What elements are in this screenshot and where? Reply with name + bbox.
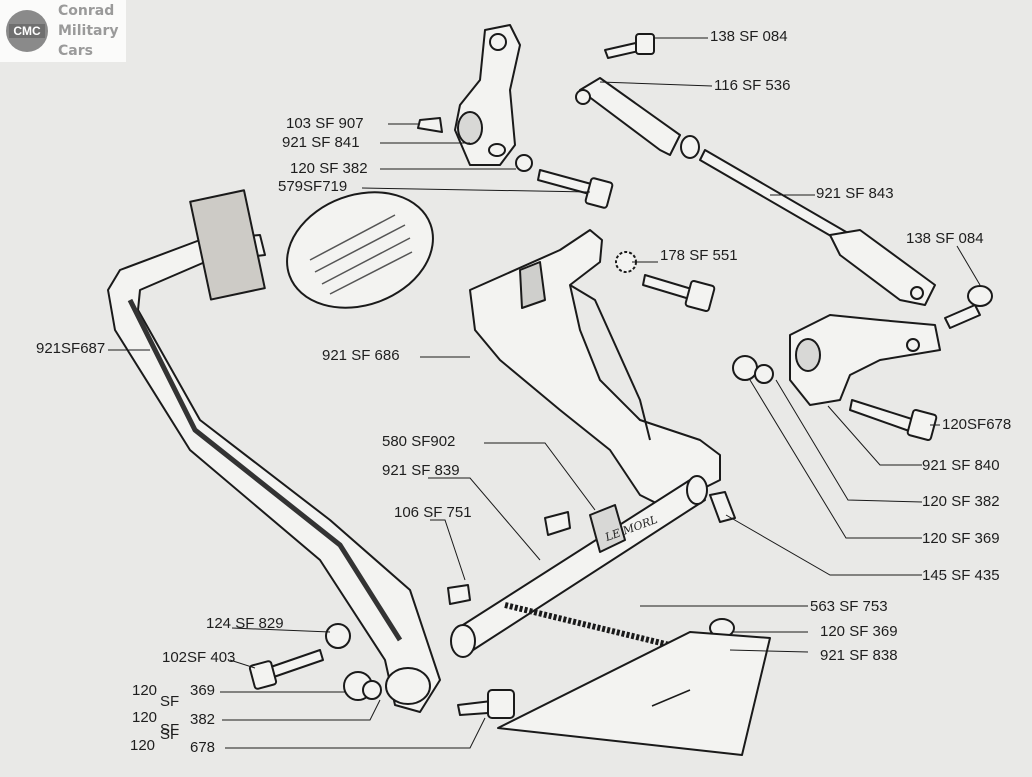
part-label: 921 SF 841 xyxy=(282,134,360,151)
part-label: 921 SF 843 xyxy=(816,185,894,202)
bolt-120sf678-right xyxy=(849,399,916,433)
part-label: 579SF719 xyxy=(278,178,348,195)
spring-563sf753 xyxy=(504,602,691,653)
link-116sf536 xyxy=(579,77,681,156)
part-label: 120SF678 xyxy=(942,416,1012,433)
logo-line-2: Military xyxy=(58,23,119,39)
part-label: 120 SF 382 xyxy=(922,493,1000,510)
pedal-rubber-block xyxy=(189,189,266,301)
part-label: 138 SF 084 xyxy=(906,230,984,247)
lever-921sf841 xyxy=(454,24,521,166)
part-label: 116 SF 536 xyxy=(714,77,791,94)
part-label: 921 SF 838 xyxy=(820,647,898,664)
part-label: 102SF 403 xyxy=(162,649,236,666)
logo-line-1: Conrad xyxy=(58,3,115,19)
part-label-series: SF xyxy=(160,693,180,710)
part-label: 120 SF 369 xyxy=(820,623,898,640)
part-label: 563 SF 753 xyxy=(810,598,888,615)
part-label-prefix: 120 xyxy=(130,737,156,754)
part-label: 124 SF 829 xyxy=(206,615,284,632)
part-label: 120 SF 382 xyxy=(290,160,368,177)
washer-120sf382-top xyxy=(515,154,533,172)
part-label: 580 SF902 xyxy=(382,433,456,450)
part-label-prefix: 120 xyxy=(132,709,158,726)
pedal-ribbed-pad xyxy=(286,191,434,309)
part-label: 921 SF 686 xyxy=(322,347,400,364)
part-label: 103 SF 907 xyxy=(286,115,364,132)
part-label: 921 SF 839 xyxy=(382,462,460,479)
part-label: 106 SF 751 xyxy=(394,504,472,521)
part-label-series: SF xyxy=(160,721,180,738)
clevis-right xyxy=(829,229,936,306)
bracket-921sf686 xyxy=(469,229,721,506)
part-label: 178 SF 551 xyxy=(660,247,738,264)
part-label: 921 SF 840 xyxy=(922,457,1000,474)
part-label: 120 SF 369 xyxy=(922,530,1000,547)
logo-line-3: Cars xyxy=(58,43,93,59)
part-label-prefix: 120 xyxy=(132,682,158,699)
part-label: 145 SF 435 xyxy=(922,567,1000,584)
part-label-number: 678 xyxy=(190,739,216,756)
brand-logo: CMC Conrad Military Cars xyxy=(0,0,126,62)
part-label-series: SF xyxy=(160,726,180,743)
pin-138sf084-right xyxy=(944,304,981,329)
part-label: 921SF687 xyxy=(36,340,106,357)
pedal-arm-921sf687 xyxy=(107,234,441,713)
logo-badge-text: CMC xyxy=(9,24,45,38)
part-label-number: 369 xyxy=(190,682,216,699)
part-label-number: 382 xyxy=(190,711,216,728)
plate-921sf838 xyxy=(497,631,771,756)
part-label: 138 SF 084 xyxy=(710,28,788,45)
logo-star-badge: CMC xyxy=(6,10,48,52)
lever-921sf840 xyxy=(789,314,941,406)
